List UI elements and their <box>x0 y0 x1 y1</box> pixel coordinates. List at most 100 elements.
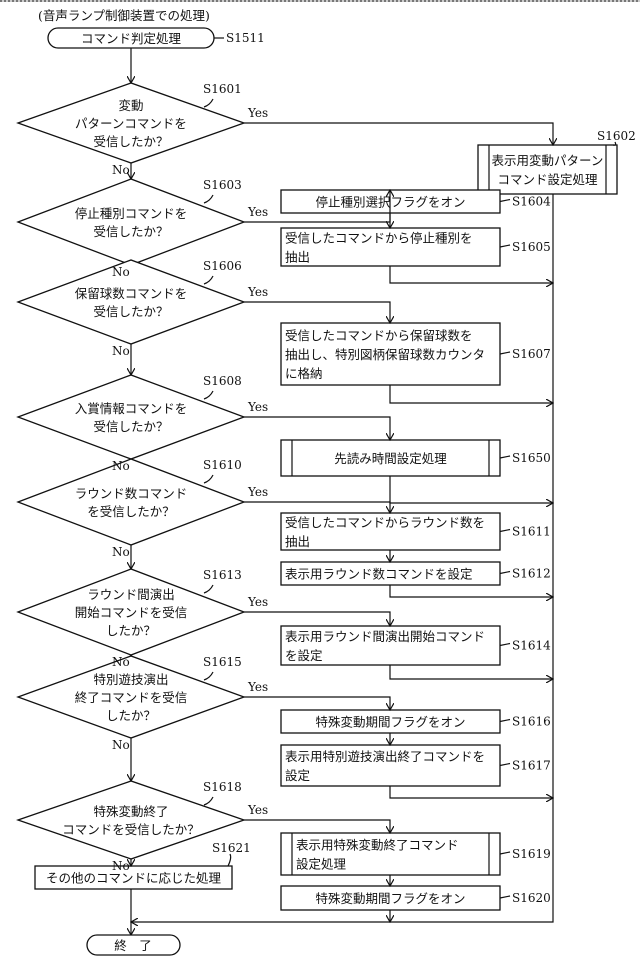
decision-text: 特殊変動終了 <box>93 804 168 819</box>
process-text: 抽出 <box>285 534 310 549</box>
connector-line <box>500 530 510 532</box>
connector-line <box>390 585 553 597</box>
connector-line <box>500 572 510 574</box>
connector-line <box>390 476 553 503</box>
process-text: 設定 <box>285 768 310 783</box>
connector-line <box>500 720 510 722</box>
process-text: 表示用変動パターン <box>492 153 604 168</box>
connector-line <box>390 786 553 798</box>
no-label: No <box>112 545 130 559</box>
end-label: 終 了 <box>114 938 152 953</box>
process-text: コマンド設定処理 <box>497 172 598 187</box>
decision-text: 受信したか？ <box>93 304 168 319</box>
process-text: を設定 <box>285 648 323 663</box>
connector-line <box>390 665 553 679</box>
leader-line <box>204 276 213 284</box>
connector-line <box>244 123 553 145</box>
process-text: 特殊変動期間フラグをオン <box>315 715 465 730</box>
connector-line <box>244 417 390 440</box>
process-text: 表示用ラウンド間演出開始コマンド <box>285 629 485 644</box>
no-label: No <box>112 344 130 358</box>
leader-line <box>204 585 213 593</box>
leader-line <box>228 854 231 866</box>
step-label: S1613 <box>203 568 242 582</box>
leader-line <box>204 99 213 107</box>
decision-text: 変動 <box>118 98 143 113</box>
process-text: 表示用特殊変動終了コマンド <box>296 838 459 853</box>
yes-label: Yes <box>247 485 268 499</box>
no-label: No <box>112 163 130 177</box>
step-label: S1620 <box>512 891 551 905</box>
decision-text: 終了コマンドを受信 <box>75 690 188 705</box>
process-text: 抽出 <box>285 250 310 265</box>
connector-line <box>244 697 390 710</box>
step-label: S1650 <box>512 451 551 465</box>
step-label: S1615 <box>203 655 242 669</box>
connector-line <box>390 385 553 403</box>
step-label: S1603 <box>203 178 242 192</box>
process-text: 抽出し、特別図柄保留球数カウンタ <box>285 347 485 362</box>
process-text: に格納 <box>285 366 323 381</box>
step-label: S1606 <box>203 259 242 273</box>
decision-text: 開始コマンドを受信 <box>75 605 188 620</box>
decision-text: 停止種別コマンドを <box>75 206 188 221</box>
process-text: 表示用特別遊技演出終了コマンドを <box>285 749 485 764</box>
step-label: S1601 <box>203 82 242 96</box>
yes-label: Yes <box>247 803 268 817</box>
step-label: S1617 <box>512 759 551 773</box>
decision-text: 特別遊技演出 <box>93 672 168 687</box>
connector-line <box>500 456 510 458</box>
step-label: S1619 <box>512 847 551 861</box>
connector-line <box>500 644 510 646</box>
decision-text: 受信したか？ <box>93 419 168 434</box>
yes-label: Yes <box>247 680 268 694</box>
connector-line <box>244 502 390 513</box>
step-label: S1614 <box>512 639 551 653</box>
connector-line <box>500 200 510 202</box>
process-text: 受信したコマンドから停止種別を <box>285 231 473 246</box>
decision-text: 保留球数コマンドを <box>75 286 188 301</box>
no-label: No <box>112 459 130 473</box>
decision-text: コマンドを受信したか？ <box>62 822 200 837</box>
step-label-S1511: S1511 <box>226 31 265 45</box>
decision-text: したか？ <box>106 708 156 723</box>
decision-text: 受信したか？ <box>93 134 168 149</box>
decision-text: ラウンド数コマンド <box>75 486 188 501</box>
connector-line <box>500 764 510 766</box>
decision-text: ラウンド間演出 <box>87 587 175 602</box>
process-text: 設定処理 <box>296 857 347 872</box>
connector-line <box>500 852 510 854</box>
step-label: S1607 <box>512 347 551 361</box>
leader-line <box>204 475 213 483</box>
step-label: S1610 <box>203 458 242 472</box>
step-label: S1621 <box>212 841 251 855</box>
decision-text: したか？ <box>106 623 156 638</box>
start-label: コマンド判定処理 <box>81 31 182 46</box>
no-label: No <box>112 265 130 279</box>
decision-text: パターンコマンドを <box>75 116 187 131</box>
decision-text: 入賞情報コマンドを <box>75 401 188 416</box>
connector-line <box>500 352 510 354</box>
connector-line <box>244 820 390 833</box>
yes-label: Yes <box>247 106 268 120</box>
leader-line <box>204 797 213 805</box>
step-label: S1618 <box>203 780 242 794</box>
decision-text: 受信したか？ <box>93 224 168 239</box>
connector-line <box>244 612 390 626</box>
step-label: S1602 <box>597 129 636 143</box>
connector-line <box>390 266 553 283</box>
step-label: S1612 <box>512 567 551 581</box>
no-label: No <box>112 859 130 873</box>
no-label: No <box>112 655 130 669</box>
leader-line <box>204 672 213 680</box>
leader-line <box>204 391 213 399</box>
process-text: 特殊変動期間フラグをオン <box>315 891 465 906</box>
yes-label: Yes <box>247 400 268 414</box>
step-label: S1605 <box>512 240 551 254</box>
step-label: S1611 <box>512 525 551 539</box>
process-text: 表示用ラウンド数コマンドを設定 <box>285 567 473 582</box>
connector-line <box>244 302 390 323</box>
process-text: 先読み時間設定処理 <box>334 451 447 466</box>
connector-line <box>500 896 510 898</box>
step-label: S1604 <box>512 195 551 209</box>
